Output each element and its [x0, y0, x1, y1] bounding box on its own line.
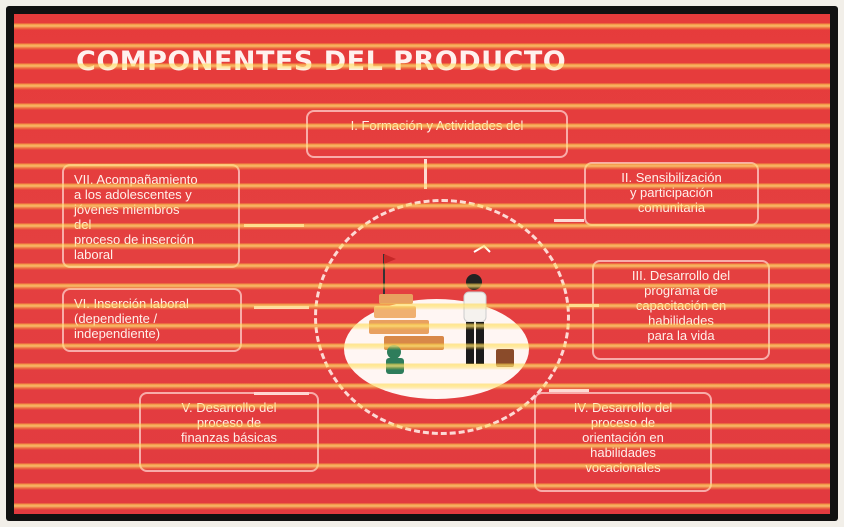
component-7-line-6: laboral: [74, 247, 114, 262]
component-4-line-3: orientación en: [582, 430, 664, 445]
connector-top: [424, 159, 427, 189]
component-6-line-1: VI. Inserción laboral: [74, 296, 189, 311]
component-5-line-2: proceso de: [196, 415, 262, 430]
presentation-slide: COMPONENTES DEL PRODUCTO I. Formación y …: [14, 14, 830, 514]
component-3-line-3: capacitación en: [635, 298, 727, 313]
flag-icon: [384, 254, 396, 264]
component-7-line-2: a los adolescentes y: [74, 187, 192, 202]
component-2-line-3: comunitaria: [637, 200, 706, 215]
connector-left-mid: [254, 306, 309, 309]
component-3-line-2: programa de: [644, 283, 718, 298]
slide-title: COMPONENTES DEL PRODUCTO: [76, 46, 567, 77]
woman-leg-left: [466, 322, 474, 364]
component-7-line-3: jóvenes miembros: [74, 202, 180, 217]
component-6-line-2: (dependiente /: [74, 311, 158, 326]
woman-leg-right: [476, 322, 484, 364]
component-7-line-4: del: [74, 217, 92, 232]
seated-figure-body: [386, 358, 404, 374]
component-7-line-5: proceso de inserción: [74, 232, 194, 247]
component-box-4: IV. Desarrollo del proceso de orientació…: [534, 392, 712, 492]
block-2: [374, 306, 416, 318]
component-2-line-2: y participación: [629, 185, 714, 200]
sparkle-icon: [473, 244, 491, 253]
component-box-1: I. Formación y Actividades del: [306, 110, 568, 158]
component-2-line-1: II. Sensibilización: [621, 170, 722, 185]
seated-figure-head: [387, 345, 401, 359]
woman-head: [466, 274, 482, 290]
component-4-line-5: vocacionales: [585, 460, 661, 475]
component-box-2: II. Sensibilización y participación comu…: [584, 162, 759, 226]
component-4-line-1: IV. Desarrollo del: [573, 400, 673, 415]
block-1: [379, 294, 413, 304]
component-5-line-1: V. Desarrollo del: [181, 400, 277, 415]
component-4-line-4: habilidades: [590, 445, 656, 460]
person-with-blocks-illustration: [369, 244, 514, 374]
component-1-label: I. Formación y Actividades del: [350, 118, 524, 133]
component-7-line-1: VII. Acompañamiento: [74, 172, 198, 187]
connector-left-top: [244, 224, 304, 227]
component-box-5: V. Desarrollo del proceso de finanzas bá…: [139, 392, 319, 472]
component-3-line-1: III. Desarrollo del: [631, 268, 731, 283]
connector-right-top: [554, 219, 584, 222]
component-6-line-3: independiente): [74, 326, 161, 341]
component-3-line-5: para la vida: [647, 328, 715, 343]
briefcase-icon: [496, 349, 514, 367]
component-box-6: VI. Inserción laboral (dependiente / ind…: [62, 288, 242, 352]
block-3: [369, 320, 429, 334]
component-box-7: VII. Acompañamiento a los adolescentes y…: [62, 164, 240, 268]
woman-torso: [463, 291, 487, 323]
component-3-line-4: habilidades: [648, 313, 714, 328]
component-4-line-2: proceso de: [590, 415, 656, 430]
component-box-3: III. Desarrollo del programa de capacita…: [592, 260, 770, 360]
component-5-line-3: finanzas básicas: [180, 430, 278, 445]
